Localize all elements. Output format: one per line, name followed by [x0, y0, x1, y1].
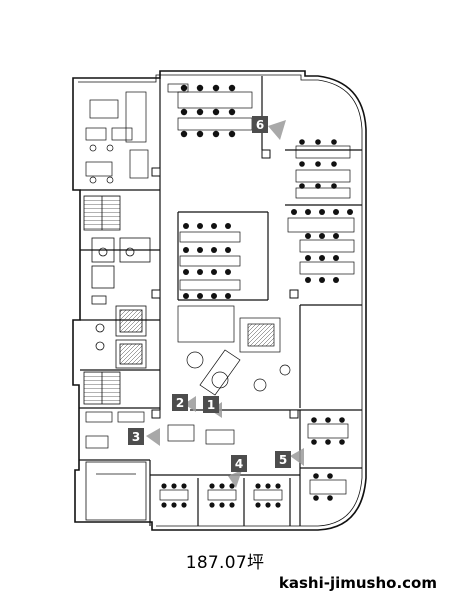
desk-cluster-right — [287, 217, 355, 275]
interior-walls — [79, 76, 362, 526]
reception-room — [85, 461, 147, 521]
meeting-chairs-right — [311, 417, 345, 501]
left-bottom-offices — [85, 411, 145, 449]
meeting-room-right — [307, 423, 349, 495]
workstations-top-left — [85, 91, 149, 184]
desk-cluster-top — [167, 83, 253, 131]
marker-5-label: 5 — [279, 453, 287, 467]
marker-6[interactable]: 6 — [252, 116, 268, 133]
marker-1-label: 1 — [207, 398, 215, 412]
staircase-lower — [83, 371, 121, 405]
marker-2-label: 2 — [176, 396, 184, 410]
staircase-upper — [83, 195, 121, 231]
central-lounge — [177, 305, 291, 396]
chairs-center — [183, 223, 231, 299]
site-watermark: kashi-jimusho.com — [278, 574, 437, 592]
small-meeting-chairs — [161, 483, 281, 508]
view-cones — [146, 120, 304, 488]
marker-2[interactable]: 2 — [172, 394, 188, 411]
structural-columns — [151, 149, 299, 419]
chairs-top — [180, 84, 236, 138]
marker-6-label: 6 — [256, 118, 264, 132]
chairs-right — [291, 209, 353, 283]
small-meeting-rooms — [159, 424, 283, 501]
marker-3-label: 3 — [132, 430, 140, 444]
floor-area-label: 187.07坪 — [185, 553, 265, 573]
cafe-tables — [295, 145, 351, 199]
cafe-chairs — [299, 139, 337, 189]
marker-5[interactable]: 5 — [275, 451, 291, 468]
desk-cluster-center — [179, 231, 241, 291]
marker-1[interactable]: 1 — [203, 396, 219, 413]
marker-4[interactable]: 4 — [231, 455, 247, 472]
service-core — [91, 237, 151, 369]
building-outline — [72, 70, 367, 531]
marker-3[interactable]: 3 — [128, 428, 144, 445]
marker-4-label: 4 — [235, 457, 243, 471]
